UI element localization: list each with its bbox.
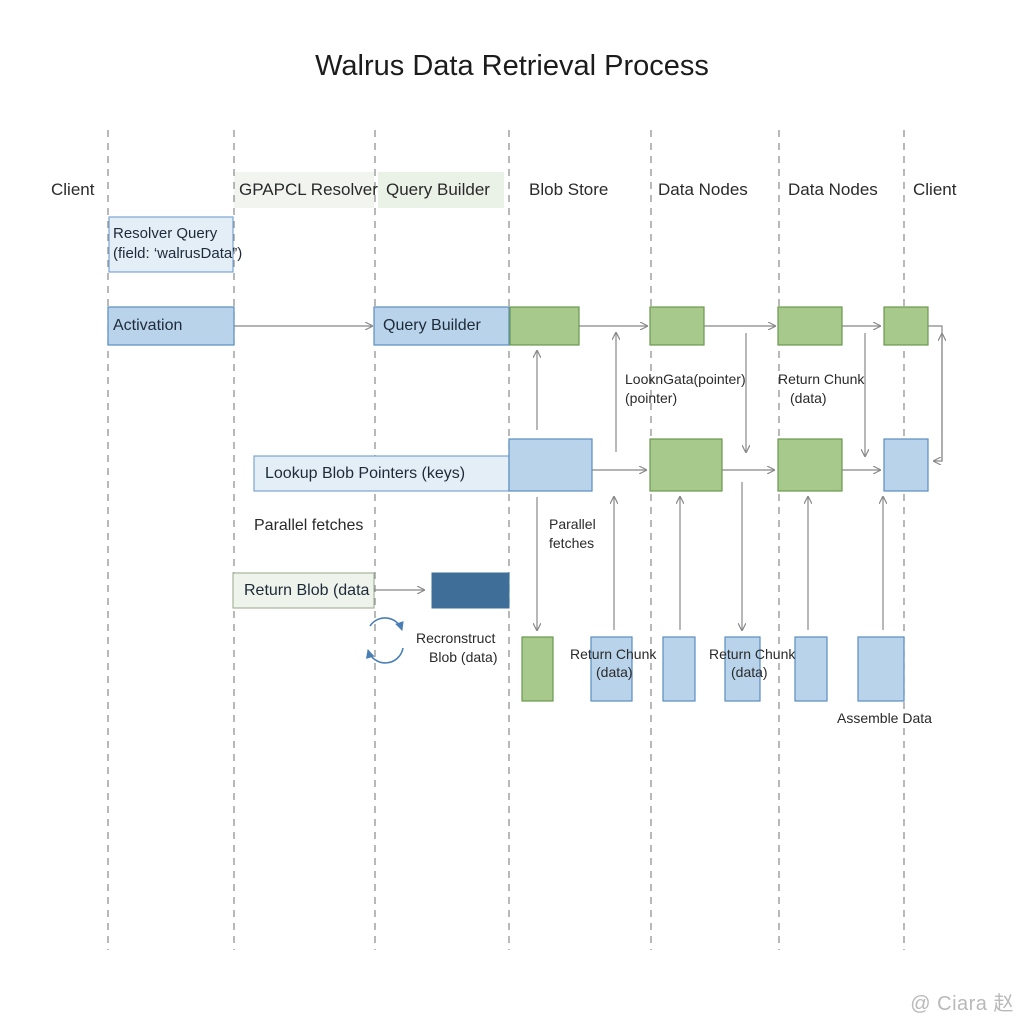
chunk-green-bottom [521,636,554,702]
resolver-query-label: Resolver Query [113,225,218,242]
right-loop-connector [928,325,943,461]
chunk-blue-bottom-a [590,636,633,702]
lane-highlight-resolver [234,172,374,208]
reconstructed-blob-box [431,572,510,609]
chunk-blue-bottom-e [857,636,905,702]
client-blue-mid [883,438,929,492]
return-chunk-b-note-2: (data) [731,664,768,680]
return-chunk-b-note-1: Return Chunk [709,646,796,662]
lookup-blob-pointers-label: Lookup Blob Pointers (keys) [265,465,466,482]
return-chunk-a-note-2: (data) [596,664,633,680]
lane-label-data-nodes-2: Data Nodes [788,180,878,199]
activation-box [107,306,235,346]
lane-highlight-query-builder [378,172,504,208]
reconstruct-note-1: Recronstruct [416,630,496,646]
activation-label: Activation [113,317,183,334]
chunk-blue-bottom-b [662,636,696,702]
data-nodes-2-green-mid [777,438,843,492]
lookup-gata-note-2: (pointer) [625,390,678,406]
chunk-blue-bottom-c [724,636,761,702]
resolver-query-field-label: (field: ‘walrusData”) [113,245,243,262]
lane-label-data-nodes-1: Data Nodes [658,180,748,199]
resolver-query-box [108,216,234,273]
lane-label-blob-store: Blob Store [529,180,609,199]
lane-label-query-builder: Query Builder [386,180,490,199]
parallel-fetches-left-note: Parallel fetches [254,517,364,534]
return-blob-box [232,572,375,609]
query-builder-box [373,306,510,346]
data-nodes-2-green-top [777,306,843,346]
return-chunk-a-note-1: Return Chunk [570,646,657,662]
diagram-title: Walrus Data Retrieval Process [315,50,709,82]
watermark: @ Ciara 赵 [910,993,1014,1015]
lane-label-client-right: Client [913,180,957,199]
return-blob-label: Return Blob (data [244,582,370,599]
client-green-top [883,306,929,346]
reconstruct-cycle-icon [365,617,404,664]
lane-label-resolver: GPAPCL Resolver [239,180,378,199]
lookup-gata-note-1: LooknGata(pointer) [625,371,746,387]
data-nodes-1-green-mid [649,438,723,492]
reconstruct-note-2: Blob (data) [429,649,498,665]
parallel-fetches-mid-note-2: fetches [549,535,595,551]
blob-store-blue-mid [508,438,593,492]
return-chunk-top-note-2: (data) [790,390,827,406]
query-builder-label: Query Builder [383,317,481,334]
chunk-blue-bottom-d [794,636,828,702]
data-nodes-1-green-top [649,306,705,346]
blob-store-green-top [509,306,580,346]
lookup-blob-pointers-box [253,455,510,492]
parallel-fetches-mid-note-1: Parallel [549,516,596,532]
assemble-data-note: Assemble Data [837,710,932,726]
return-chunk-top-note-1: Return Chunk [778,371,865,387]
lane-label-client: Client [51,180,95,199]
